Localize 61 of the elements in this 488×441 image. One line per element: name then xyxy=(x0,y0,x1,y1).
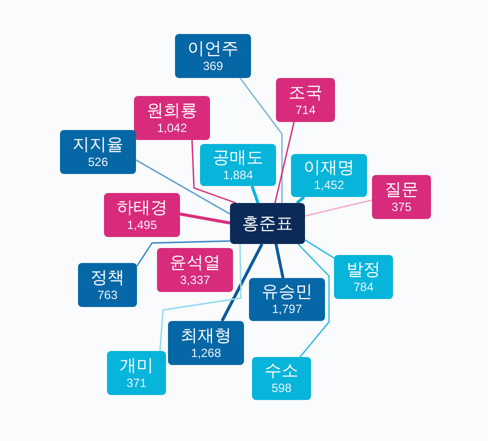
keyword-box xyxy=(200,144,276,186)
connector-line xyxy=(274,244,284,278)
keyword-label: 홍준표 xyxy=(242,214,293,234)
keyword-label: 하태경 xyxy=(116,198,168,218)
count-label: 369 xyxy=(202,58,224,74)
connector-line xyxy=(304,239,334,259)
keyword-box xyxy=(276,78,335,122)
connector-line xyxy=(298,244,330,358)
keyword-box xyxy=(78,263,137,307)
keyword-label: 발정 xyxy=(346,260,380,280)
count-label: 1,495 xyxy=(126,218,158,232)
count-label: 1,884 xyxy=(222,168,254,182)
count-label: 1,042 xyxy=(156,120,188,136)
keyword-box xyxy=(60,130,136,174)
count-label: 375 xyxy=(391,200,412,214)
keyword-label: 질문 xyxy=(384,180,418,200)
keyword-box xyxy=(134,96,210,140)
count-label: 1,797 xyxy=(272,302,302,317)
connector-line xyxy=(296,196,305,204)
keyword-label: 개미 xyxy=(120,356,154,376)
keyword-label: 유승민 xyxy=(262,282,312,302)
count-label: 598 xyxy=(271,381,292,396)
keyword-label: 최재형 xyxy=(180,326,232,346)
connector-line xyxy=(274,122,295,204)
count-label: 1,452 xyxy=(314,178,344,193)
connector-line xyxy=(304,199,372,217)
connector-line xyxy=(191,140,236,204)
connector-line xyxy=(250,186,260,204)
count-label: 526 xyxy=(88,154,108,170)
keyword-box xyxy=(168,321,244,365)
keyword-label: 윤석열 xyxy=(170,252,220,272)
connector-line xyxy=(136,159,230,215)
count-label: 1,268 xyxy=(190,346,222,360)
keyword-box xyxy=(372,175,431,219)
hub-keyword-box xyxy=(230,203,305,244)
keyword-label: 정책 xyxy=(90,268,124,288)
connector-line xyxy=(136,240,230,266)
keyword-label: 이언주 xyxy=(188,38,238,58)
count-label: 3,337 xyxy=(180,272,210,288)
connector-line xyxy=(159,244,242,352)
keyword-box xyxy=(252,357,311,400)
keyword-label: 이재명 xyxy=(304,158,354,178)
keyword-label: 원희룡 xyxy=(146,100,198,120)
keyword-box xyxy=(175,34,251,78)
count-label: 784 xyxy=(353,280,374,294)
keyword-label: 지지율 xyxy=(72,134,124,154)
connector-line xyxy=(180,212,230,224)
count-label: 763 xyxy=(97,288,118,302)
keyword-box xyxy=(291,154,367,197)
connector-line xyxy=(239,78,283,203)
count-label: 371 xyxy=(126,376,147,390)
keyword-box xyxy=(104,193,180,237)
keyword-box xyxy=(249,278,325,321)
keyword-label: 조국 xyxy=(288,82,322,102)
keyword-box xyxy=(334,255,393,299)
connector-line xyxy=(220,243,264,322)
count-label: 714 xyxy=(295,102,316,118)
keyword-box xyxy=(107,351,166,395)
keyword-label: 공매도 xyxy=(212,148,264,168)
keyword-box xyxy=(157,248,233,292)
keyword-label: 수소 xyxy=(264,361,298,381)
